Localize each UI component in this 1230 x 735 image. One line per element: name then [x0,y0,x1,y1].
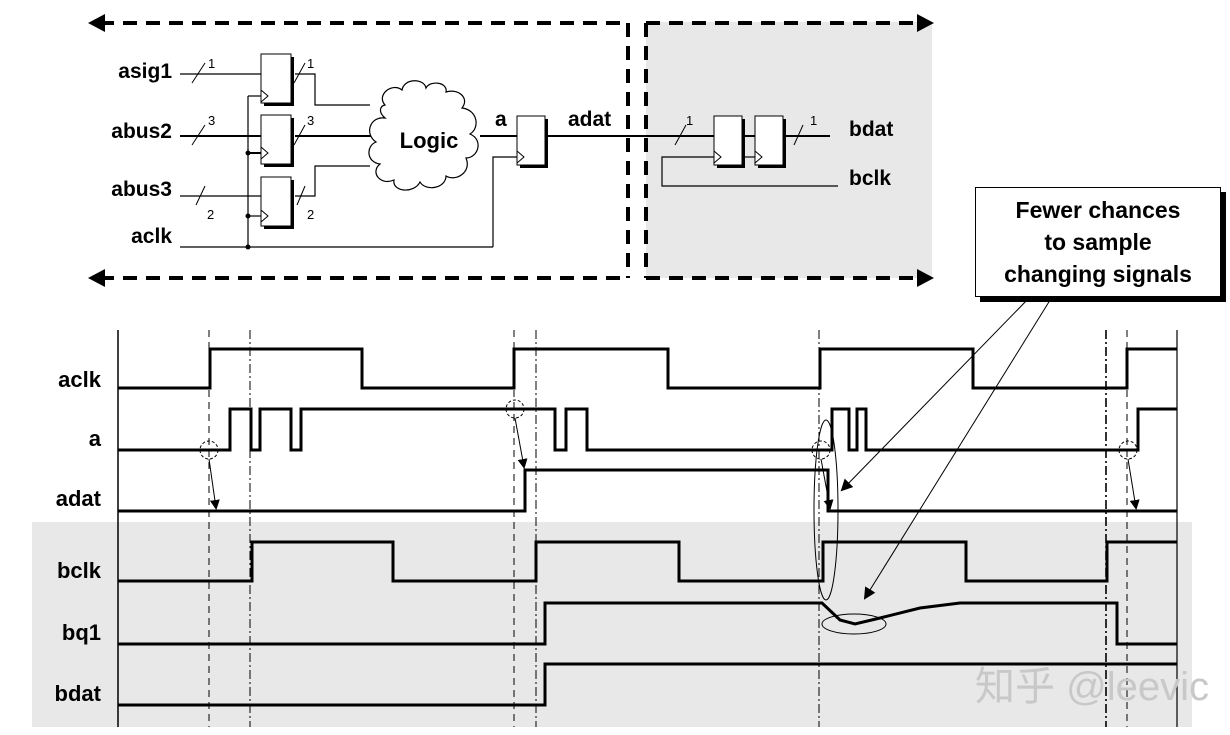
arrow-left-top-icon [88,14,105,32]
schematic-wires [180,73,838,248]
output-label-bdat: bdat [849,118,893,141]
sampling-annotations [199,296,1140,635]
arrow-right-bottom-icon [917,269,934,287]
input-label-aclk: aclk [131,225,172,248]
flip-flops [260,53,786,229]
flip-flop-bq1 [713,115,745,168]
waveform-aclk [118,347,1177,390]
callout-box: Fewer chances to sample changing signals [975,187,1221,297]
waveform-bq1 [118,601,1177,646]
bus-width-slashes [191,62,804,206]
input-label-abus3: abus3 [111,178,172,201]
watermark: 知乎 @leevic [975,665,1209,709]
width-label-asig1: 1 [208,56,215,71]
waveforms [118,347,1177,707]
sample-point-2 [505,399,528,469]
flip-flop-asig1 [260,53,294,106]
bq1-settling-ellipse [821,613,887,635]
sample-point-4 [1118,440,1140,510]
width-label-sync-out: 1 [810,113,817,128]
waveform-bclk [118,540,1177,583]
signal-label-aclk: aclk [58,367,102,392]
arrow-right-top-icon [917,14,934,32]
flip-flop-abus2 [260,114,294,167]
net-label-adat: adat [568,108,611,131]
signal-label-bclk: bclk [57,558,102,583]
net-label-a: a [495,108,507,131]
clock-domain-b-timing-region [32,522,1192,727]
arrow-left-bottom-icon [88,269,105,287]
sample-point-3 [811,440,834,510]
input-label-abus2: abus2 [111,120,172,143]
signal-label-bdat: bdat [55,681,102,706]
logic-cloud: Logic [368,80,479,191]
schematic: asig1 abus2 abus3 aclk [88,14,934,287]
callout-line-3: changing signals [1004,261,1192,287]
width-label-sync-in: 1 [686,113,693,128]
waveform-adat [118,468,1177,513]
callout-line-2: to sample [1044,229,1152,255]
width-label-abus2: 3 [208,113,215,128]
flip-flop-bdat [754,115,786,168]
flip-flop-abus3 [260,176,294,229]
waveform-bdat [118,662,1177,707]
signal-label-a: a [89,426,102,451]
flip-flop-adat [516,115,548,168]
input-label-asig1: asig1 [118,60,172,83]
callout-line-1: Fewer chances [1015,197,1181,223]
width-label-q3: 2 [307,207,314,222]
logic-label: Logic [400,128,459,153]
signal-label-bq1: bq1 [62,620,101,645]
clock-domain-b-region [646,22,932,278]
domain-boundaries [100,21,922,280]
metastability-window-ellipse [813,419,839,601]
reference-lines [208,330,1128,727]
width-label-q2: 3 [307,113,314,128]
wire-junctions [245,150,251,250]
width-label-q1: 1 [307,56,314,71]
waveform-a [118,407,1177,452]
signal-label-adat: adat [56,486,102,511]
timing-diagram: aclk a adat bclk bq1 bdat [32,296,1209,727]
output-label-bclk: bclk [849,167,891,190]
width-label-abus3: 2 [207,207,214,222]
callout-pointer-1 [840,296,1031,492]
sample-point-1 [199,440,220,510]
callout-pointer-2 [863,296,1053,600]
